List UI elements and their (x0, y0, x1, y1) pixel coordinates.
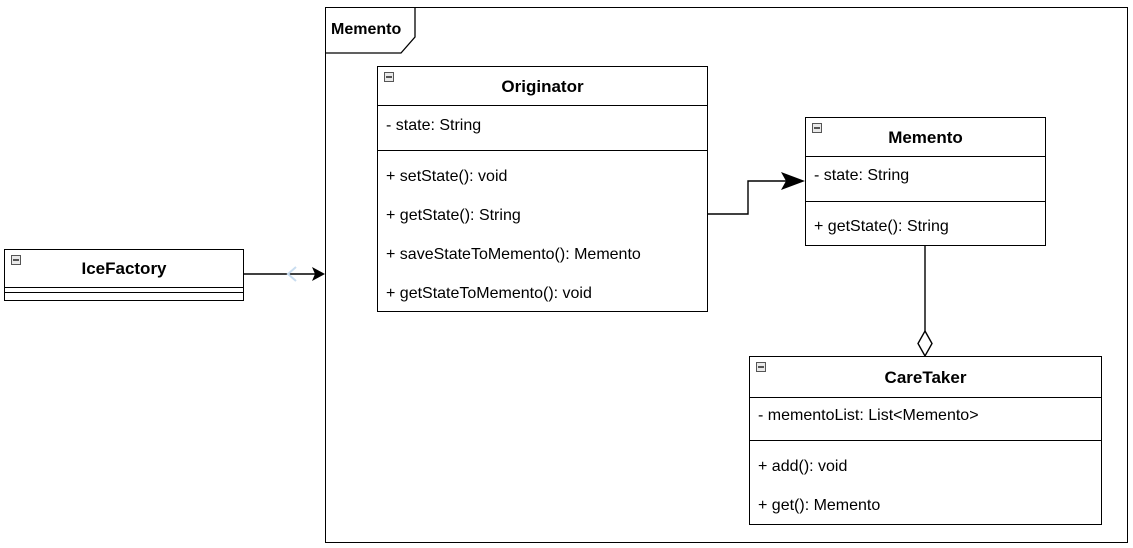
caretaker-methods-section: + add(): void + get(): Memento (750, 441, 1101, 524)
icefactory-methods-section (5, 293, 243, 299)
frame-label: Memento (331, 21, 402, 38)
caretaker-name: CareTaker (884, 368, 967, 387)
caretaker-method-add[interactable]: + add(): void (758, 458, 848, 475)
memento-attributes-section: - state: String (806, 157, 1045, 202)
faint-connection-hint (286, 266, 297, 282)
caretaker-attribute-mementolist[interactable]: - mementoList: List<Memento> (758, 407, 979, 424)
icefactory-header: IceFactory (5, 250, 243, 288)
memento-methods-section: + getState(): String (806, 202, 1045, 245)
caretaker-method-get[interactable]: + get(): Memento (758, 497, 881, 514)
originator-to-memento-arrowhead (781, 172, 805, 190)
caretaker-header: CareTaker (750, 357, 1101, 398)
icefactory-to-frame-arrowhead (312, 267, 325, 281)
originator-methods-section: + setState(): void + getState(): String … (378, 151, 707, 311)
memento-frame[interactable]: Memento (325, 7, 1128, 543)
memento-header: Memento (806, 118, 1045, 157)
originator-method-setstate[interactable]: + setState(): void (386, 168, 508, 185)
originator-to-memento-connector[interactable] (708, 180, 790, 215)
icefactory-name: IceFactory (81, 259, 167, 278)
collapse-icon[interactable] (384, 72, 394, 82)
caretaker-class[interactable]: CareTaker - mementoList: List<Memento> +… (749, 356, 1102, 525)
memento-attribute-state[interactable]: - state: String (814, 167, 910, 184)
collapse-icon[interactable] (756, 362, 766, 372)
originator-attribute-state[interactable]: - state: String (386, 117, 482, 134)
collapse-icon[interactable] (11, 255, 21, 265)
collapse-icon[interactable] (812, 123, 822, 133)
originator-header: Originator (378, 67, 707, 106)
originator-method-getstate[interactable]: + getState(): String (386, 207, 521, 224)
originator-method-getstatetomemento[interactable]: + getStateToMemento(): void (386, 285, 592, 302)
originator-method-savestatetomemento[interactable]: + saveStateToMemento(): Memento (386, 246, 641, 263)
originator-class[interactable]: Originator - state: String + setState():… (377, 66, 708, 312)
originator-name: Originator (501, 77, 584, 96)
icefactory-attributes-section (5, 288, 243, 293)
caretaker-attributes-section: - mementoList: List<Memento> (750, 398, 1101, 441)
memento-method-getstate[interactable]: + getState(): String (814, 218, 949, 235)
memento-name: Memento (888, 128, 963, 147)
icefactory-class[interactable]: IceFactory (4, 249, 244, 301)
frame-tab (326, 8, 416, 54)
originator-attributes-section: - state: String (378, 106, 707, 151)
memento-class[interactable]: Memento - state: String + getState(): St… (805, 117, 1046, 246)
